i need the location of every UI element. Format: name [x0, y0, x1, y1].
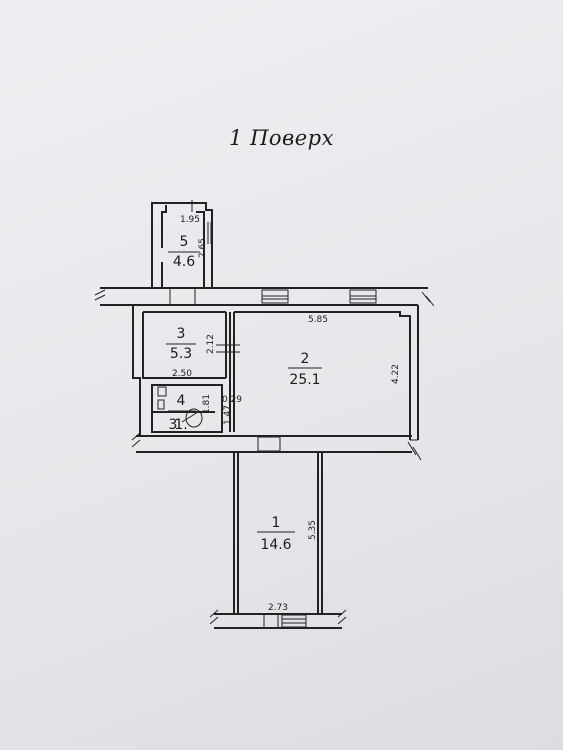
room-3-area: 5.3 — [170, 346, 192, 362]
top-wall — [94, 287, 435, 307]
room-4-number: 4 — [177, 393, 186, 409]
dim-2-73: 2.73 — [268, 603, 288, 613]
room-1-area: 14.6 — [260, 537, 291, 553]
room-5-area: 4.6 — [173, 254, 195, 270]
room-3-walls — [132, 305, 240, 436]
dim-4-22: 4.22 — [391, 364, 401, 384]
dim-5-35: 5.35 — [308, 520, 318, 540]
room-2-number: 2 — [301, 351, 310, 367]
dim-2-12: 2.12 — [206, 334, 216, 354]
dim-1-95: 1.95 — [180, 215, 200, 225]
dim-1-81: 1.81 — [202, 394, 212, 414]
room-5-number: 5 — [180, 234, 189, 250]
room-2-area: 25.1 — [289, 372, 320, 388]
room-4-area: 1. — [174, 417, 187, 433]
room-2-walls — [229, 305, 419, 441]
lower-wall — [131, 432, 422, 461]
dim-2-65: 2.65 — [198, 238, 208, 258]
dim-1-47: 1.47 — [223, 405, 233, 425]
room-small-label: 3 — [169, 417, 178, 433]
floor-title: 1 Поверх — [229, 126, 334, 150]
room-1-walls — [209, 452, 347, 629]
dim-2-50: 2.50 — [172, 369, 192, 379]
room-3-number: 3 — [177, 326, 186, 342]
room-1-number: 1 — [272, 515, 281, 531]
room-5-walls — [151, 200, 213, 288]
room-4-walls — [151, 384, 223, 433]
dim-0-29: 0.29 — [222, 395, 242, 405]
dim-5-85: 5.85 — [308, 315, 328, 325]
